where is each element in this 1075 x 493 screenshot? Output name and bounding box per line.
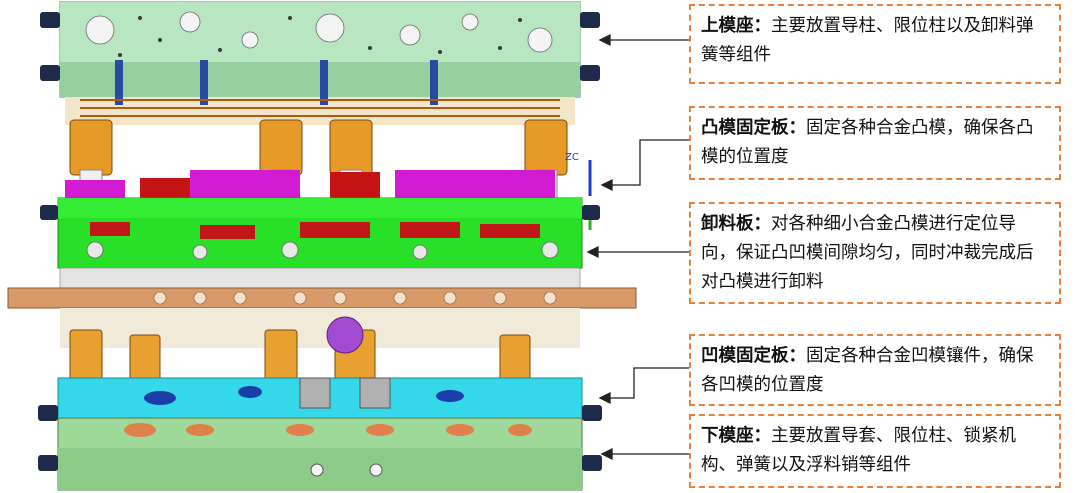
punch-retainer-part <box>65 170 555 198</box>
callout-title: 卸料板： <box>701 214 771 234</box>
callout-title: 凸模固定板： <box>701 118 806 138</box>
callout-desc: 对各种细小合金凸模进行定位导向，保证凸凹模间隙均匀，同时冲裁完成后对凸模进行卸料 <box>701 214 1034 292</box>
gap-band <box>59 267 581 289</box>
callout-upper-die-seat: 上模座：主要放置导柱、限位柱以及卸料弹簧等组件 <box>689 4 1061 84</box>
callout-title: 上模座： <box>701 16 771 36</box>
axis-z-label: ZC <box>565 152 579 163</box>
callout-die-retainer: 凹模固定板：固定各种合金凹模镶件，确保各凹模的位置度 <box>689 334 1061 406</box>
callout-desc: 固定各种合金凹模镶件，确保各凹模的位置度 <box>701 346 1034 395</box>
callout-title: 凹模固定板： <box>701 346 806 366</box>
callout-lower-die-seat: 下模座：主要放置导套、限位柱、锁紧机构、弹簧以及浮料销等组件 <box>689 414 1061 488</box>
callout-desc: 固定各种合金凸模，确保各凸模的位置度 <box>701 118 1034 167</box>
upper-springs <box>65 60 575 125</box>
callout-stripper-plate: 卸料板：对各种细小合金凸模进行定位导向，保证凸凹模间隙均匀，同时冲裁完成后对凸模… <box>689 202 1061 304</box>
leader-lines <box>586 33 689 461</box>
material-strip <box>7 287 637 309</box>
die-retainer-part <box>57 377 583 419</box>
callout-title: 下模座： <box>701 426 771 446</box>
stripper-plate-part <box>40 197 600 269</box>
callout-desc: 主要放置导套、限位柱、锁紧机构、弹簧以及浮料销等组件 <box>701 426 1016 475</box>
callout-punch-retainer: 凸模固定板：固定各种合金凸模，确保各凸模的位置度 <box>689 106 1061 180</box>
lower-die-seat-part <box>38 405 602 491</box>
upper-die-seat-part <box>40 1 600 98</box>
callout-desc: 主要放置导柱、限位柱以及卸料弹簧等组件 <box>701 16 1034 65</box>
die-inserts <box>60 308 580 381</box>
